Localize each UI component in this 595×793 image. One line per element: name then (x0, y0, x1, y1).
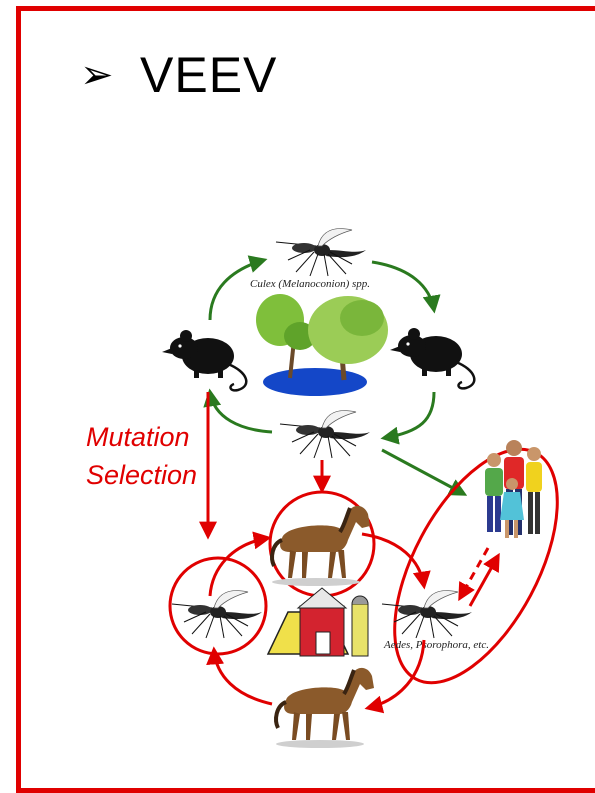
epizootic-arrow (208, 531, 272, 597)
human-cycle-ellipse (393, 447, 559, 685)
culex-label: Culex (Melanoconion) spp. (250, 278, 370, 290)
horse-icon (274, 665, 376, 750)
frame-border-left (16, 6, 21, 793)
rodent-icon (388, 326, 476, 390)
horse-icon (270, 503, 372, 588)
epizootic-arrow (361, 532, 431, 590)
mutation-label: Mutation (86, 422, 190, 452)
enzootic-arrow (203, 388, 273, 434)
mosquito-icon (171, 590, 263, 639)
enzootic-arrow (371, 260, 441, 314)
frame-border-top (16, 6, 595, 11)
epizootic-arrow (364, 639, 426, 714)
selection-label: Selection (86, 460, 197, 490)
title-row: ➢ VEEV (80, 40, 277, 110)
mosquito-to-human-arrow (468, 552, 500, 607)
barn-icon (266, 587, 369, 657)
mosquito-icon (275, 228, 367, 277)
enzootic-arrow (380, 391, 436, 445)
frame-border-bottom (16, 788, 595, 793)
enzootic-arrow (208, 255, 268, 321)
mosquito-icon (279, 410, 371, 459)
slide-title: VEEV (140, 47, 278, 103)
aedes-label: Aedes, Psorophora, etc. (383, 639, 489, 651)
spillover-arrow (381, 448, 468, 496)
tree-icon (256, 294, 388, 396)
rodent-icon (160, 328, 248, 392)
human-to-mosquito-arrow (458, 547, 490, 602)
epizootic-arrow (206, 646, 273, 706)
people-icon (485, 440, 542, 538)
bullet-arrow-icon: ➢ (80, 52, 114, 98)
